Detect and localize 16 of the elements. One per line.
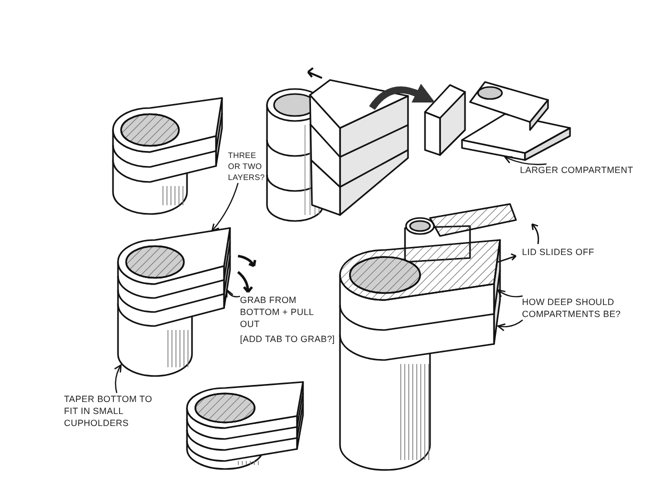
handwritten-note: THREE OR TWO LAYERS? bbox=[228, 150, 266, 183]
leader-arrow bbox=[497, 320, 524, 332]
handwritten-note: LARGER COMPARTMENT bbox=[520, 164, 644, 176]
leader-arrow bbox=[114, 364, 122, 394]
handwritten-note: [ADD TAB TO GRAB?] bbox=[240, 333, 335, 345]
handwritten-note: HOW DEEP SHOULD COMPARTMENTS BE? bbox=[522, 296, 622, 320]
leader-arrow bbox=[504, 156, 547, 166]
organizer-sketch-drawing bbox=[338, 200, 518, 474]
handwritten-note: LID SLIDES OFF bbox=[522, 246, 622, 258]
curved-arrow bbox=[369, 84, 436, 110]
leader-arrow bbox=[497, 289, 523, 298]
handwritten-note: GRAB FROM BOTTOM + PULL OUT bbox=[240, 294, 315, 330]
leader-arrow bbox=[226, 289, 240, 298]
organizer-sketch-drawing bbox=[185, 380, 307, 472]
leader-arrow bbox=[211, 182, 239, 232]
handwritten-note: TAPER BOTTOM TO FIT IN SMALL CUPHOLDERS bbox=[64, 393, 164, 429]
